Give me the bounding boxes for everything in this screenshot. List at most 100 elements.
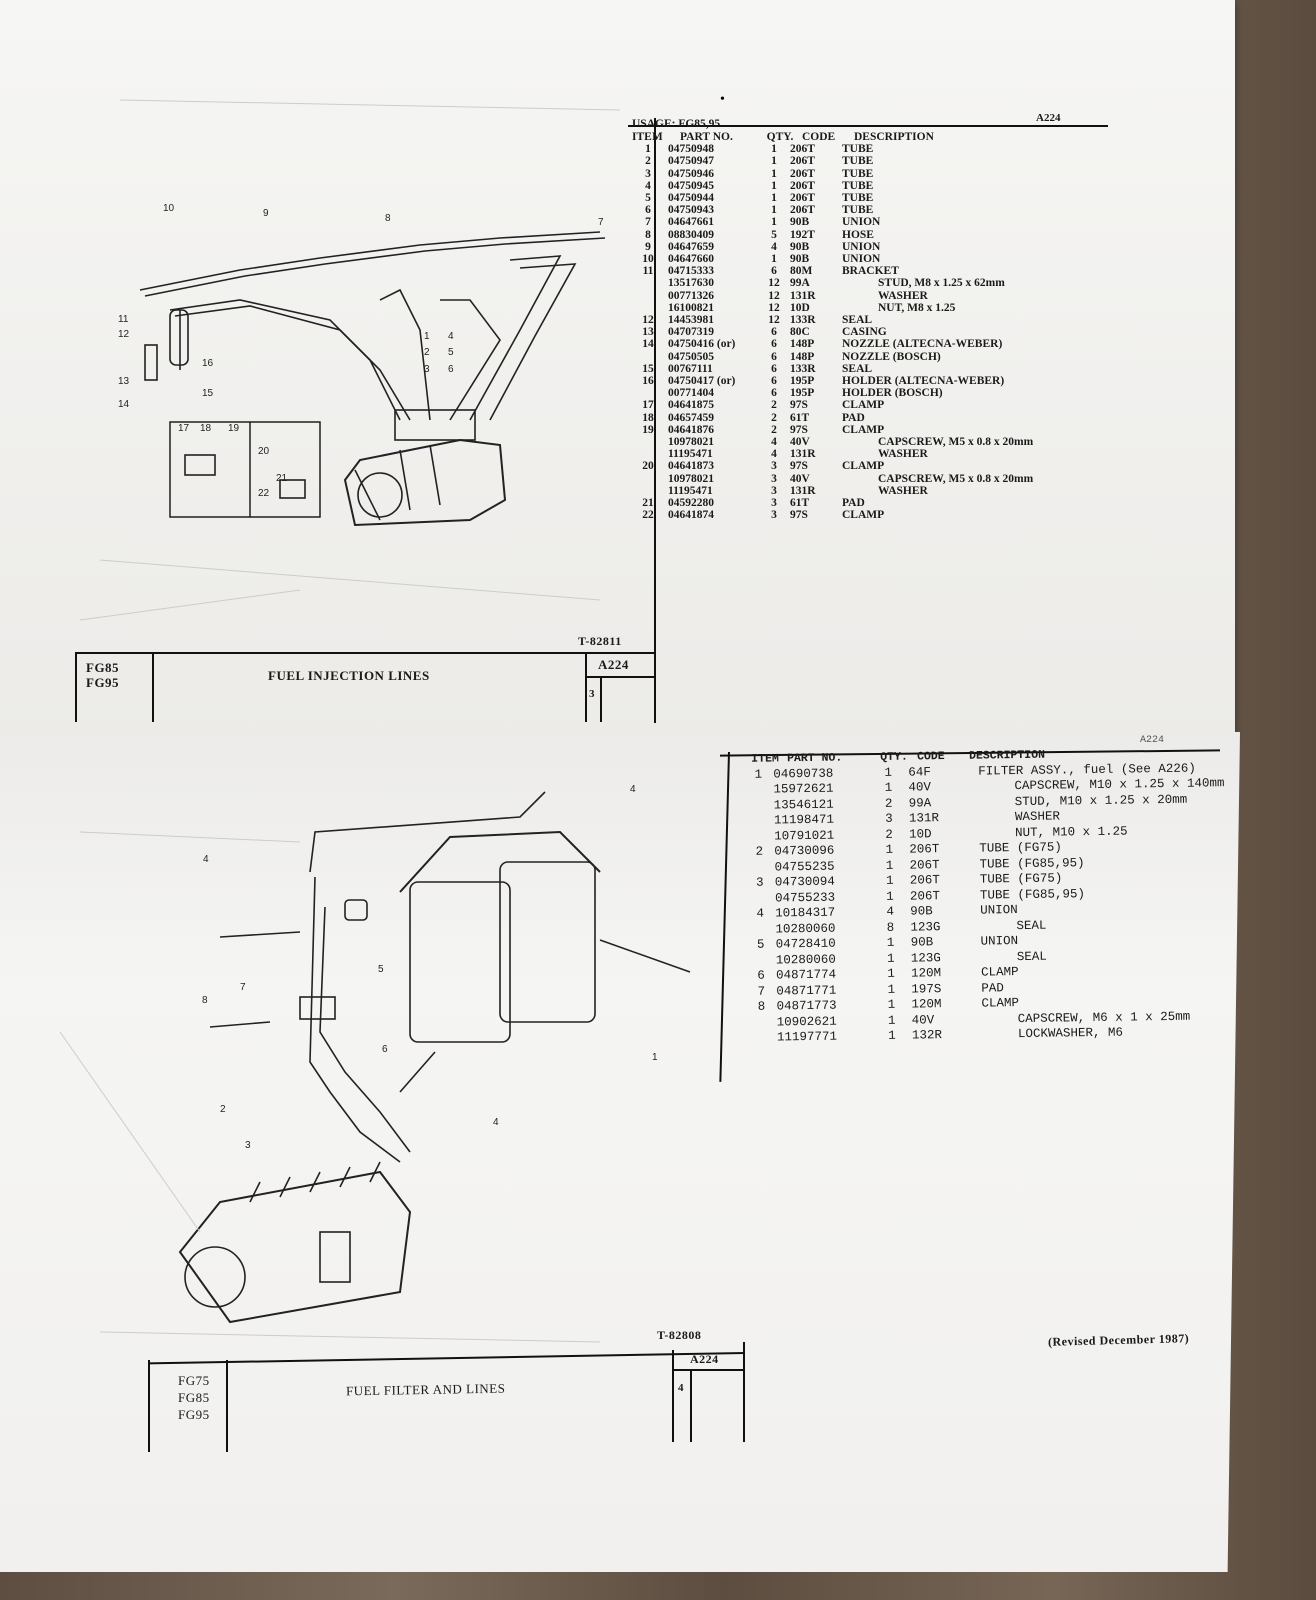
part-number-cell: 04871771: [776, 983, 837, 998]
col-code: CODE: [802, 131, 836, 143]
code-cell: 120M: [911, 997, 942, 1012]
item-cell: [628, 473, 668, 485]
description-cell: PAD: [842, 497, 865, 510]
item-cell: 21: [642, 497, 654, 510]
description-cell: WASHER: [878, 289, 928, 302]
page-number: 3: [589, 688, 595, 700]
part-number-cell: 04730096: [774, 843, 835, 859]
item-cell: 2: [755, 844, 764, 859]
item-cell: 5: [756, 937, 765, 952]
item-cell: 4: [756, 906, 765, 921]
description-cell: TUBE: [842, 179, 874, 192]
part-number-cell: 04657459: [668, 411, 714, 424]
code-cell: 131R: [790, 484, 816, 497]
callout-number: 22: [258, 488, 270, 499]
usage-label: USAGE: FG85,95: [632, 118, 721, 130]
title-block-divider: [226, 1360, 228, 1452]
code-cell: 132R: [911, 1028, 943, 1043]
qty-cell: 12: [768, 301, 780, 314]
code-cell: 133R: [790, 362, 816, 375]
part-number-cell: 11198471: [773, 812, 835, 828]
item-cell: 10: [642, 253, 654, 266]
title-block-divider: [585, 652, 587, 722]
code-cell: 40V: [908, 780, 932, 795]
callout-number: 10: [163, 203, 175, 214]
item-cell: 17: [642, 399, 654, 412]
code-cell: 131R: [790, 448, 816, 461]
title-block-divider: [672, 1369, 745, 1371]
callout-number: 8: [385, 213, 391, 224]
part-number-cell: 00771326: [668, 289, 714, 302]
qty-cell: 1: [886, 935, 895, 950]
callout-number: 13: [118, 376, 130, 387]
description-cell: TUBE: [842, 167, 874, 180]
item-cell: [744, 829, 774, 845]
fuel-injection-lines-diagram: [79, 99, 621, 621]
qty-cell: 1: [884, 765, 893, 780]
description-cell: HOLDER (ALTECNA-WEBER): [842, 375, 1005, 388]
code-cell: 133R: [790, 314, 816, 327]
part-number-cell: 04750947: [668, 155, 714, 168]
title-block-page-code: A224: [598, 657, 629, 672]
description-cell: BRACKET: [842, 265, 899, 278]
qty-cell: 3: [885, 811, 893, 826]
callout-number: 4: [203, 854, 209, 865]
description-cell: NOZZLE (BOSCH): [842, 350, 941, 363]
callout-number: 18: [200, 423, 212, 434]
col-part-no: PART NO.: [786, 751, 843, 766]
qty-cell: 1: [771, 204, 777, 217]
part-number-cell: 10280060: [775, 952, 836, 967]
code-cell: 206T: [790, 204, 815, 217]
description-cell: WASHER: [878, 448, 928, 461]
part-number-cell: 04750417 (or): [668, 375, 736, 388]
code-cell: 195P: [790, 387, 815, 400]
callout-number: 11: [118, 314, 129, 325]
code-cell: 131R: [908, 811, 940, 826]
code-cell: 40V: [911, 1012, 935, 1028]
model: FG95: [178, 1407, 210, 1422]
callout-number: 1: [424, 331, 430, 342]
description-cell: WASHER: [878, 484, 928, 497]
description-cell: NUT, M8 x 1.25: [878, 301, 956, 314]
callout-number: 7: [240, 982, 246, 993]
col-item: ITEM: [632, 131, 663, 143]
qty-cell: 2: [771, 411, 777, 424]
part-number-cell: 04755233: [774, 890, 836, 905]
item-cell: [747, 1030, 777, 1046]
qty-cell: 1: [771, 192, 777, 205]
qty-cell: 12: [768, 289, 780, 302]
item-cell: 1: [754, 767, 763, 782]
part-number-cell: 04707319: [668, 326, 714, 339]
title-block-divider: [672, 1350, 674, 1442]
item-cell: [628, 277, 668, 289]
item-cell: [744, 860, 774, 876]
part-number-cell: 04728410: [775, 936, 836, 952]
item-cell: 2: [645, 155, 651, 168]
part-number-cell: 11197771: [776, 1029, 838, 1045]
code-cell: 80C: [790, 326, 810, 339]
code-cell: 90B: [790, 216, 810, 229]
qty-cell: 1: [888, 1028, 896, 1043]
description-cell: SEAL: [842, 314, 873, 327]
part-number-cell: 04750943: [668, 204, 714, 217]
item-cell: 8: [757, 999, 766, 1014]
page-code: A224: [1140, 735, 1165, 746]
description-cell: STUD, M8 x 1.25 x 62mm: [878, 277, 1005, 290]
callout-number: 5: [378, 964, 384, 975]
description-cell: HOLDER (BOSCH): [842, 387, 943, 400]
qty-cell: 4: [771, 448, 777, 461]
qty-cell: 1: [885, 873, 894, 888]
qty-cell: 2: [884, 796, 893, 811]
